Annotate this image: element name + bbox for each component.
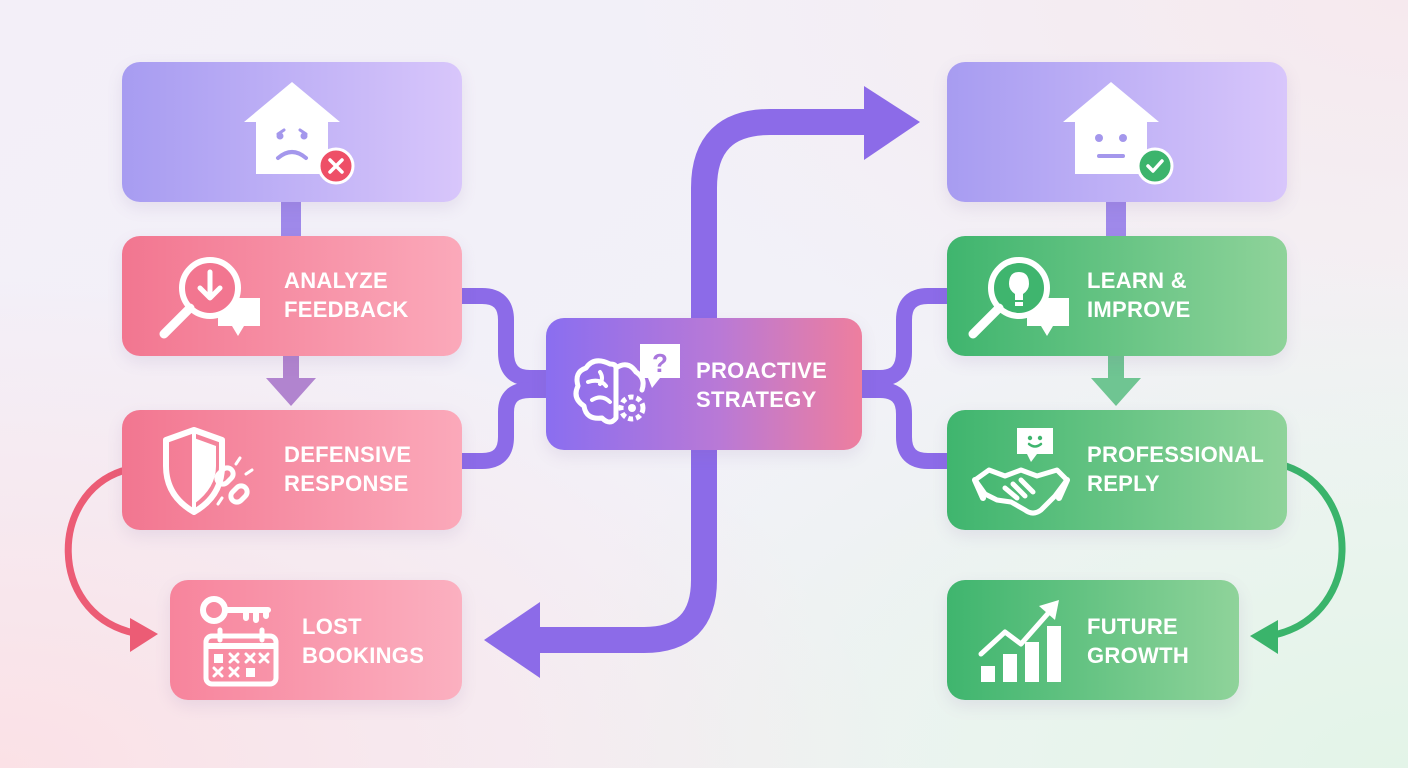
- magnifier-lightbulb-chat-icon: [968, 257, 1069, 339]
- connector-strategy-to-learn: [860, 288, 948, 386]
- sad-house-x-icon: [244, 82, 355, 185]
- connector-defensive-to-strategy: [462, 382, 548, 469]
- house-neutral-box: [947, 62, 1287, 202]
- node-proactive-strategy: ? PROACTIVE STRATEGY: [546, 318, 862, 450]
- arrowhead-green: [1250, 620, 1278, 654]
- label-professional-reply: PROFESSIONAL REPLY: [1087, 442, 1265, 496]
- node-learn-improve: LEARN & IMPROVE: [947, 236, 1287, 356]
- connector-strategy-to-professional: [860, 382, 948, 469]
- node-analyze-feedback: ANALYZE FEEDBACK: [122, 236, 462, 356]
- arrowhead-down-left: [484, 602, 540, 678]
- arrowhead-red: [130, 618, 158, 652]
- arrow-defensive-to-lost: [64, 467, 134, 636]
- neutral-house-check-icon: [1063, 82, 1174, 185]
- connector-house-to-analyze: [281, 202, 301, 236]
- house-sad-box: [122, 62, 462, 202]
- label-proactive-strategy: PROACTIVE STRATEGY: [696, 358, 828, 412]
- calendar-key-cross-icon: [200, 596, 279, 687]
- handshake-smile-icon: [972, 428, 1070, 516]
- connector-strategy-down-arrow: [528, 450, 717, 653]
- connector-house-to-learn: [1106, 202, 1126, 236]
- arrow-learn-to-professional: [1091, 356, 1141, 406]
- arrow-professional-to-growth: [1274, 462, 1346, 638]
- node-defensive-response: DEFENSIVE RESPONSE: [122, 410, 462, 530]
- shield-broken-chain-icon: [163, 427, 254, 515]
- brain-gear-question-icon: ?: [573, 344, 680, 425]
- magnifier-download-chat-icon: [159, 257, 260, 339]
- arrowhead-up-right: [864, 86, 920, 160]
- arrow-analyze-to-defensive: [266, 356, 316, 406]
- label-defensive-response: DEFENSIVE RESPONSE: [284, 442, 412, 496]
- svg-text:?: ?: [652, 348, 668, 378]
- connector-strategy-up-arrow: [691, 109, 872, 318]
- label-lost-bookings: LOST BOOKINGS: [302, 614, 425, 668]
- connector-analyze-to-strategy: [462, 288, 548, 386]
- label-analyze-feedback: ANALYZE FEEDBACK: [284, 268, 409, 322]
- bar-chart-arrow-up-icon: [978, 600, 1061, 682]
- label-learn-improve: LEARN & IMPROVE: [1087, 268, 1191, 322]
- node-professional-reply: PROFESSIONAL REPLY: [947, 410, 1287, 530]
- node-lost-bookings: LOST BOOKINGS: [170, 580, 462, 700]
- node-future-growth: FUTURE GROWTH: [947, 580, 1239, 700]
- label-future-growth: FUTURE GROWTH: [1087, 614, 1190, 668]
